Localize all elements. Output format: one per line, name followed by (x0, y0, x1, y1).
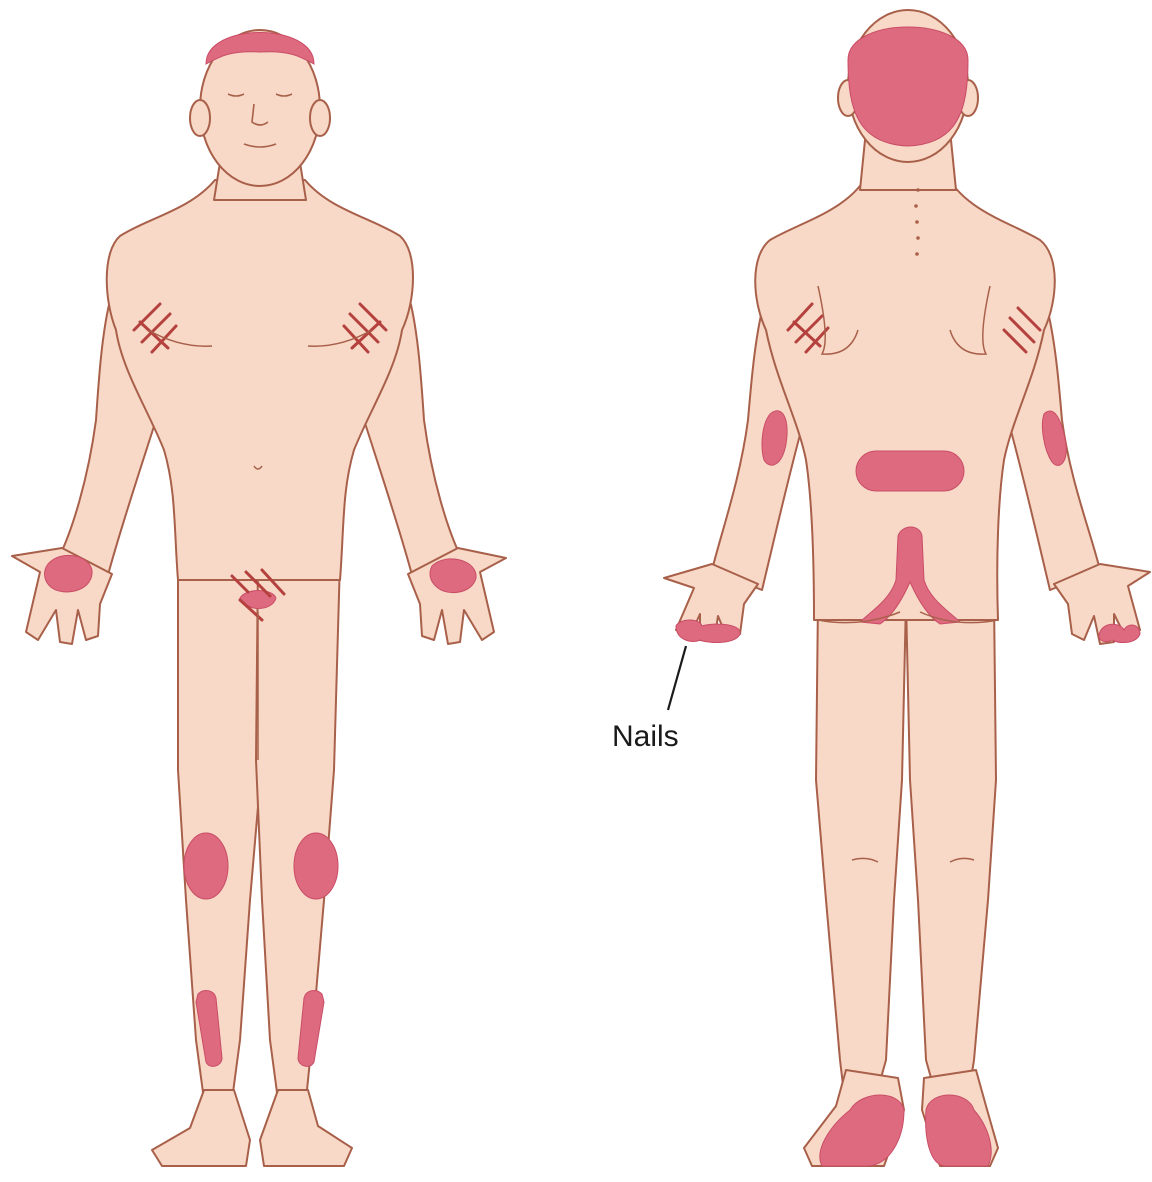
lumbar-lesion (856, 451, 964, 491)
scalp-lesion-back (848, 27, 968, 146)
front-left-foot (152, 1090, 250, 1166)
nails-callout-label: Nails (612, 720, 679, 753)
front-torso (107, 180, 413, 580)
front-right-leg (256, 560, 340, 1100)
nails-leader-line (668, 646, 686, 710)
right-knee-lesion (294, 833, 338, 899)
front-right-ear (310, 100, 330, 136)
front-left-leg (178, 560, 262, 1100)
front-right-foot (260, 1090, 352, 1166)
left-palm-lesion (45, 555, 93, 592)
back-right-leg (906, 600, 996, 1110)
right-palm-lesion (430, 559, 476, 593)
left-knee-lesion (184, 833, 228, 899)
right-nails-lesion (1099, 624, 1140, 642)
back-left-leg (816, 600, 906, 1110)
front-left-ear (190, 100, 210, 136)
left-sole-lesion (820, 1095, 904, 1166)
